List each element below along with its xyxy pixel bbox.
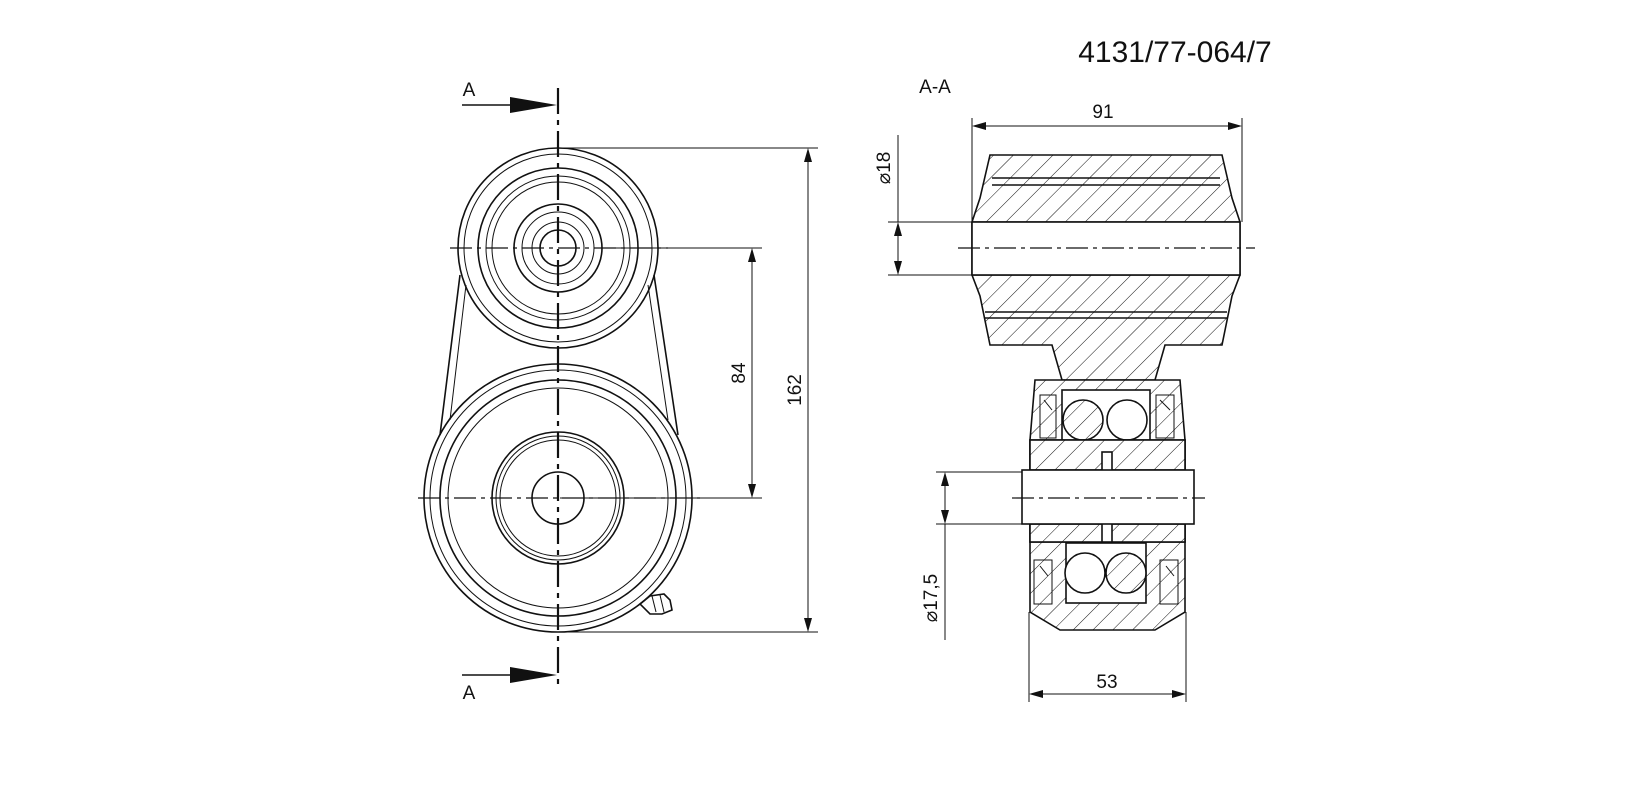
section-letter-top: A [463, 80, 476, 101]
dim-label-bearing-width: 53 [1096, 672, 1117, 693]
arm-inner [449, 284, 669, 421]
section-letter-bottom: A [463, 683, 476, 704]
front-view: A A [418, 80, 818, 704]
arm-outline [439, 274, 679, 436]
dim-roller-bore [888, 135, 972, 276]
section-view: A-A [874, 77, 1255, 702]
dim-overall-height [562, 147, 818, 633]
part-number: 4131/77-064/7 [1078, 36, 1272, 69]
dim-bearing-width [1028, 612, 1187, 702]
section-arrow-top [462, 97, 557, 113]
dim-label-overall-height: 162 [785, 374, 806, 406]
dim-label-center-distance: 84 [729, 362, 750, 384]
dim-bearing-bore [936, 471, 1022, 640]
grease-nipple [638, 593, 673, 615]
dim-label-bearing-bore: ⌀17,5 [921, 574, 942, 622]
section-arrow-bottom [462, 667, 557, 683]
dim-label-roller-bore: ⌀18 [874, 152, 895, 185]
section-title: A-A [919, 77, 951, 98]
dim-center-distance [560, 247, 762, 499]
dim-label-roller-width: 91 [1092, 102, 1113, 123]
dim-roller-width [971, 118, 1243, 222]
